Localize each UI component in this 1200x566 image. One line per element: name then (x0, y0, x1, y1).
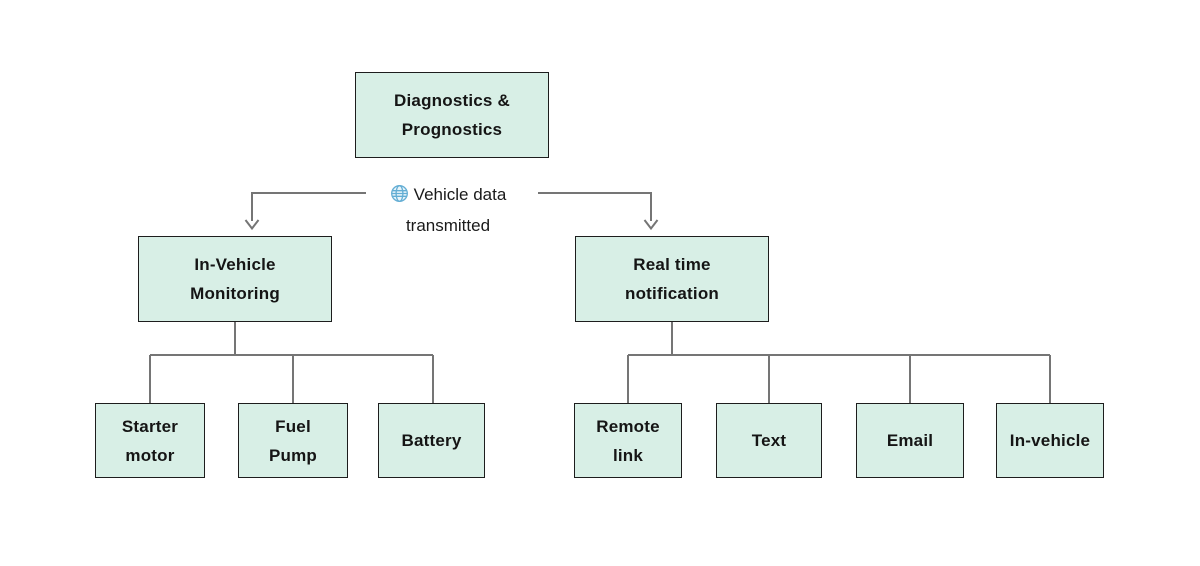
node-label: In-Vehicle Monitoring (190, 255, 280, 303)
edge-root-to-monitoring (251, 192, 366, 221)
node-label: In-vehicle (1009, 431, 1091, 450)
node-label: Fuel Pump (268, 416, 318, 465)
globe-icon (390, 184, 409, 212)
node-diagnostics-prognostics: Diagnostics & Prognostics (355, 72, 549, 158)
node-in-vehicle: In-vehicle (996, 403, 1104, 478)
edge-root-to-notification (538, 192, 652, 221)
node-in-vehicle-monitoring: In-Vehicle Monitoring (138, 236, 332, 322)
arrowhead-left (244, 219, 260, 231)
node-label: Text (751, 431, 787, 450)
edge-label-text: Vehicle data transmitted (405, 185, 507, 235)
node-label: Email (886, 431, 934, 450)
node-label: Diagnostics & Prognostics (394, 91, 510, 139)
arrowhead-right (643, 219, 659, 231)
node-label: Starter motor (121, 416, 179, 465)
node-starter-motor: Starter motor (95, 403, 205, 478)
node-real-time-notification: Real time notification (575, 236, 769, 322)
node-remote-link: Remote link (574, 403, 682, 478)
node-email: Email (856, 403, 964, 478)
edge-label-vehicle-data: Vehicle data transmitted (372, 181, 524, 240)
node-label: Battery (401, 431, 462, 450)
node-label: Real time notification (625, 255, 719, 303)
node-text: Text (716, 403, 822, 478)
node-fuel-pump: Fuel Pump (238, 403, 348, 478)
node-battery: Battery (378, 403, 485, 478)
node-label: Remote link (596, 416, 660, 465)
